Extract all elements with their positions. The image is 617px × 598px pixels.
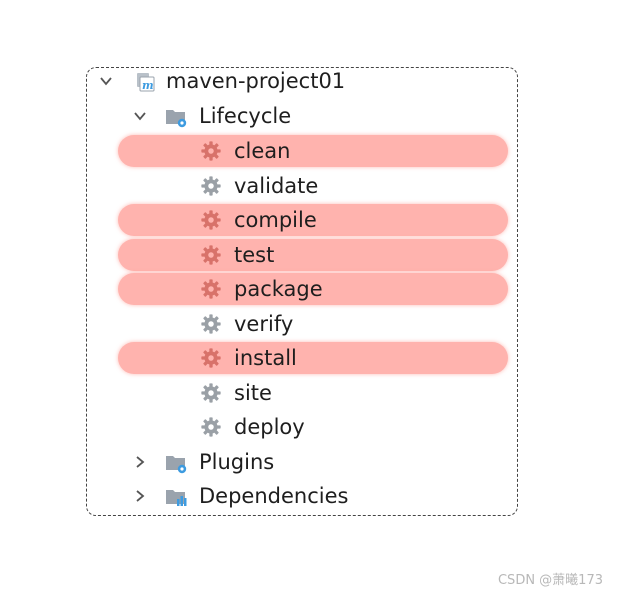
gear-icon [201, 348, 221, 368]
dependencies-folder-icon [166, 490, 187, 506]
goal-label: test [234, 242, 275, 267]
tree-row-dependencies[interactable]: Dependencies [0, 479, 617, 513]
lifecycle-goal-clean[interactable]: clean [0, 134, 617, 168]
goal-label: validate [234, 173, 319, 198]
goal-label: site [234, 380, 272, 405]
lifecycle-goal-site[interactable]: site [0, 376, 617, 410]
goal-label: install [234, 346, 297, 370]
gear-icon [201, 279, 221, 299]
lifecycle-folder-icon [166, 110, 187, 128]
gear-icon [201, 175, 221, 196]
goal-label: deploy [234, 415, 305, 439]
goal-highlight [118, 135, 508, 167]
lifecycle-goal-package[interactable]: package [0, 272, 617, 306]
chevron-down-icon[interactable] [98, 73, 114, 89]
goal-highlight [118, 273, 508, 305]
gear-icon [201, 210, 221, 230]
gear-icon [201, 313, 221, 334]
lifecycle-goal-compile[interactable]: compile [0, 203, 617, 237]
lifecycle-goal-test[interactable]: test [0, 238, 617, 272]
gear-icon [201, 244, 221, 265]
tree-row-lifecycle[interactable]: Lifecycle [0, 99, 617, 133]
goal-highlight [118, 342, 508, 374]
maven-project-icon: m [137, 73, 155, 92]
lifecycle-goal-install[interactable]: install [0, 341, 617, 375]
goal-label: package [234, 277, 323, 301]
lifecycle-goal-validate[interactable]: validate [0, 169, 617, 203]
plugins-folder-icon [166, 456, 187, 474]
lifecycle-goal-verify[interactable]: verify [0, 307, 617, 341]
chevron-down-icon[interactable] [132, 108, 148, 124]
gear-icon [201, 141, 221, 161]
maven-tree-panel [86, 67, 518, 516]
chevron-right-icon[interactable] [132, 488, 148, 504]
plugins-label: Plugins [199, 450, 275, 474]
dependencies-label: Dependencies [199, 484, 349, 508]
goal-label: compile [234, 208, 317, 232]
chevron-right-icon[interactable] [132, 454, 148, 470]
tree-row-plugins[interactable]: Plugins [0, 445, 617, 479]
goal-label: clean [234, 139, 291, 163]
lifecycle-label: Lifecycle [199, 104, 292, 128]
gear-icon [201, 382, 221, 403]
project-label: maven-project01 [166, 69, 346, 93]
watermark: CSDN @萧曦173 [497, 573, 603, 588]
lifecycle-goal-deploy[interactable]: deploy [0, 410, 617, 444]
goal-highlight [118, 204, 508, 236]
gear-icon [201, 417, 221, 437]
svg-text:m: m [142, 79, 154, 92]
tree-row-project[interactable]: m maven-project01 [0, 64, 617, 98]
goal-label: verify [234, 311, 294, 336]
goal-highlight [118, 238, 508, 271]
